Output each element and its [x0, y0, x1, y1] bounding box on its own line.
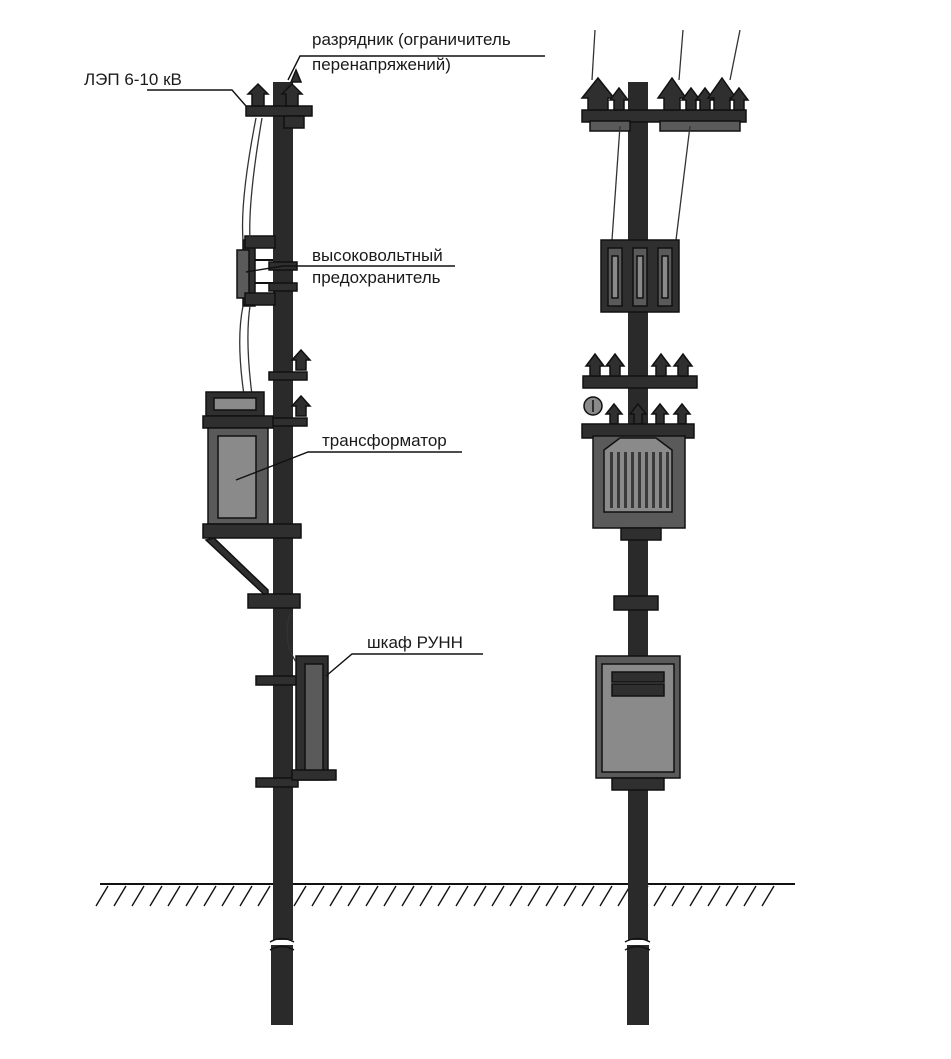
transformer-fin — [610, 452, 613, 508]
arrester-label-line2: перенапряжений) — [312, 55, 451, 74]
side-hv-fuse — [236, 235, 276, 307]
transformer-fin — [666, 452, 669, 508]
ground-hatch-line — [725, 885, 739, 907]
transformer-fin — [638, 452, 641, 508]
ground-hatch-line — [527, 885, 541, 907]
side-top-crossarm — [245, 105, 313, 117]
transformer-fin — [631, 452, 634, 508]
ground-hatch-line — [437, 885, 451, 907]
ground-hatch-line — [311, 885, 325, 907]
arrester-leader — [287, 55, 545, 81]
ground-hatch-line — [383, 885, 397, 907]
ground-hatch-line — [185, 885, 199, 907]
arrester-icon — [289, 68, 303, 83]
line-leader — [147, 89, 247, 107]
transformer-leader — [235, 451, 462, 481]
ground-hatch-line — [329, 885, 343, 907]
side-pole-lower — [271, 945, 293, 1025]
ground-hatch-line — [689, 885, 703, 907]
ground-hatch-line — [509, 885, 523, 907]
cabinet-leader — [325, 653, 483, 677]
ground-hatch-line — [149, 885, 163, 907]
ground-hatch-line — [491, 885, 505, 907]
ground-hatch-line — [581, 885, 595, 907]
ground-hatch-line — [473, 885, 487, 907]
ground-hatch-line — [347, 885, 361, 907]
ground-hatch-line — [293, 885, 307, 907]
ground-hatch-line — [401, 885, 415, 907]
ground-hatch-line — [365, 885, 379, 907]
front-transformer-bushings — [583, 396, 692, 425]
side-view: ЛЭП 6-10 кВ разрядник (ограничитель пере… — [84, 30, 545, 1025]
front-pole-lower — [627, 945, 649, 1025]
side-mid-insulators — [268, 348, 312, 427]
ground-hatch-line — [257, 885, 271, 907]
transformer-fin — [645, 452, 648, 508]
front-mid-insulators — [584, 352, 694, 377]
transformer-fins — [610, 452, 669, 508]
ground-hatch-line — [761, 885, 775, 907]
arrester-label-line1: разрядник (ограничитель — [312, 30, 511, 49]
side-top-insulators — [246, 82, 305, 129]
line-label: ЛЭП 6-10 кВ — [84, 70, 182, 89]
ground-hatch-line — [131, 885, 145, 907]
ground-hatch-line — [95, 885, 109, 907]
front-transformer — [581, 423, 695, 541]
front-lower-clamp — [613, 595, 659, 611]
ground-hatch-line — [563, 885, 577, 907]
ground-hatch-line — [707, 885, 721, 907]
transformer-label: трансформатор — [322, 431, 447, 450]
front-top-crossarm — [581, 109, 747, 123]
transformer-fin — [617, 452, 620, 508]
fuse-label-line2: предохранитель — [312, 268, 441, 287]
side-pole — [273, 82, 293, 940]
side-runn-cabinet — [286, 613, 337, 781]
side-transformer — [202, 391, 302, 600]
ground-hatch-line — [113, 885, 127, 907]
ground-hatch-line — [419, 885, 433, 907]
front-view — [580, 29, 750, 1025]
ground-hatch-line — [653, 885, 667, 907]
front-top-insulators — [580, 76, 750, 111]
ground-hatch-line — [671, 885, 685, 907]
ground-hatch-line — [545, 885, 559, 907]
ground-hatch-line — [239, 885, 253, 907]
front-runn-cabinet — [595, 655, 681, 791]
ground-hatch-line — [455, 885, 469, 907]
transformer-fin — [652, 452, 655, 508]
ground-hatch-line — [743, 885, 757, 907]
transformer-fin — [659, 452, 662, 508]
front-mid-crossarm — [582, 375, 698, 389]
ground — [95, 883, 795, 907]
ground-hatch-line — [599, 885, 613, 907]
transformer-fin — [624, 452, 627, 508]
fuse-label-line1: высоковольтный — [312, 246, 443, 265]
ground-hatching — [95, 885, 775, 907]
front-hv-fuses — [600, 239, 680, 313]
fuse-leader — [245, 265, 455, 273]
side-lower-clamp — [247, 593, 301, 609]
ground-hatch-line — [221, 885, 235, 907]
cabinet-label: шкаф РУНН — [367, 633, 463, 652]
ground-hatch-line — [167, 885, 181, 907]
ground-hatch-line — [203, 885, 217, 907]
